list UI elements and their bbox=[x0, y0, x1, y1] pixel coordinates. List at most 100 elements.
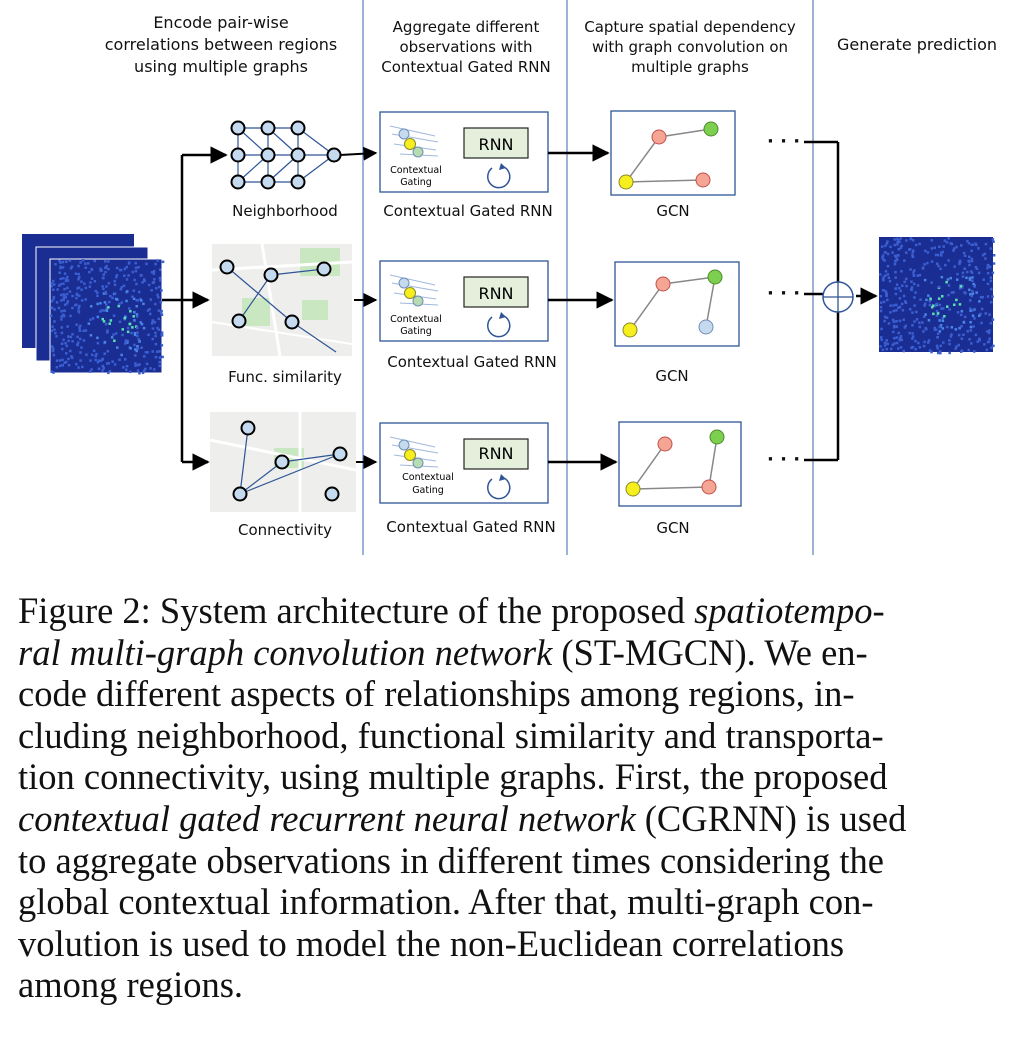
heatmap-cell bbox=[101, 364, 104, 368]
heatmap-cell bbox=[962, 251, 966, 255]
heatmap-cell bbox=[891, 343, 894, 347]
heatmap-cell bbox=[105, 264, 108, 268]
heatmap-cell bbox=[969, 329, 973, 332]
heatmap-cell bbox=[879, 345, 882, 348]
heatmap-cell bbox=[928, 303, 932, 307]
heatmap-cell bbox=[89, 334, 93, 337]
heatmap-cell bbox=[969, 293, 972, 296]
heatmap-cell bbox=[939, 267, 942, 271]
heatmap-cell bbox=[981, 253, 985, 257]
heatmap-cell bbox=[897, 248, 901, 251]
heatmap-cell bbox=[885, 294, 888, 298]
heatmap-cell bbox=[973, 350, 976, 353]
heatmap-cell bbox=[77, 311, 81, 314]
heatmap-cell bbox=[68, 259, 72, 262]
heatmap-cell bbox=[133, 311, 136, 314]
heatmap-cell bbox=[89, 305, 93, 308]
heatmap-cell bbox=[911, 311, 914, 314]
heatmap-cell bbox=[149, 367, 152, 370]
heatmap-cell bbox=[160, 333, 163, 336]
heatmap-cell bbox=[915, 310, 918, 314]
heatmap-cell bbox=[912, 271, 915, 274]
rnn-box-1: RNN Contextual Gating bbox=[379, 111, 549, 193]
heatmap-cell bbox=[923, 304, 926, 307]
heatmap-cell bbox=[889, 245, 892, 249]
heatmap-cell bbox=[87, 262, 90, 265]
heatmap-cell bbox=[968, 276, 972, 280]
heatmap-cell bbox=[75, 362, 78, 366]
heatmap-cell bbox=[84, 329, 88, 332]
heatmap-cell bbox=[899, 335, 903, 338]
header-col1-line3: using multiple graphs bbox=[134, 57, 308, 76]
heatmap-cell bbox=[154, 342, 158, 346]
heatmap-cell bbox=[141, 281, 144, 284]
heatmap-cell bbox=[133, 343, 136, 347]
heatmap-cell bbox=[104, 270, 107, 274]
heatmap-cell bbox=[938, 330, 942, 333]
heatmap-cell bbox=[156, 259, 159, 262]
heatmap-cell bbox=[142, 326, 146, 330]
heatmap-cell bbox=[60, 315, 63, 318]
heatmap-cell bbox=[992, 254, 996, 257]
connectivity-map bbox=[209, 412, 357, 512]
heatmap-cell bbox=[138, 290, 141, 294]
heatmap-cell bbox=[949, 276, 952, 280]
heatmap-cell bbox=[893, 254, 897, 258]
heatmap-cell bbox=[899, 246, 903, 250]
heatmap-cell bbox=[894, 276, 897, 279]
heatmap-cell bbox=[51, 349, 55, 353]
heatmap-cell bbox=[898, 338, 901, 342]
heatmap-cell bbox=[132, 315, 135, 318]
heatmap-cell bbox=[153, 278, 156, 281]
heatmap-cell bbox=[95, 352, 98, 356]
heatmap-cell bbox=[960, 310, 964, 313]
heatmap-cell bbox=[884, 270, 888, 273]
heatmap-cell bbox=[125, 299, 128, 303]
heatmap-cell bbox=[957, 343, 960, 347]
heatmap-cell bbox=[911, 345, 915, 349]
heatmap-cell bbox=[934, 304, 937, 308]
heatmap-cell bbox=[84, 266, 87, 269]
gcn-caption-3: GCN bbox=[656, 519, 689, 537]
heatmap-cell bbox=[62, 314, 66, 318]
heatmap-cell bbox=[900, 302, 904, 306]
heatmap-cell bbox=[964, 291, 967, 295]
heatmap-cell bbox=[900, 244, 903, 248]
caption-text: volution is used to model the non-Euclid… bbox=[18, 922, 845, 964]
heatmap-cell bbox=[60, 310, 63, 313]
heatmap-cell bbox=[922, 344, 926, 348]
heatmap-cell bbox=[881, 278, 885, 281]
heatmap-cell bbox=[913, 304, 916, 307]
heatmap-cell bbox=[126, 341, 129, 344]
heatmap-cell bbox=[100, 309, 103, 312]
heatmap-cell bbox=[50, 370, 53, 373]
heatmap-cell bbox=[988, 313, 991, 316]
heatmap-cell bbox=[887, 276, 891, 280]
heatmap-cell bbox=[119, 288, 123, 291]
heatmap-cell bbox=[118, 268, 122, 272]
heatmap-cell bbox=[121, 328, 124, 331]
heatmap-cell bbox=[160, 331, 164, 334]
heatmap-cell bbox=[966, 239, 969, 243]
heatmap-cell bbox=[77, 286, 81, 289]
heatmap-cell bbox=[892, 304, 895, 307]
heatmap-cell bbox=[895, 258, 898, 262]
heatmap-cell bbox=[889, 304, 892, 307]
heatmap-cell bbox=[159, 300, 163, 304]
heatmap-cell bbox=[78, 304, 81, 308]
heatmap-cell bbox=[117, 304, 120, 308]
gating-label: Contextual bbox=[390, 165, 442, 176]
heatmap-cell bbox=[134, 261, 137, 265]
heatmap-cell bbox=[886, 273, 890, 276]
heatmap-cell bbox=[77, 309, 80, 312]
heatmap-cell bbox=[898, 305, 902, 309]
heatmap-cell bbox=[921, 267, 925, 270]
heatmap-cell bbox=[928, 349, 932, 352]
heatmap-cell bbox=[898, 319, 902, 323]
heatmap-cell bbox=[991, 238, 995, 241]
heatmap-cell bbox=[65, 344, 69, 348]
heatmap-cell bbox=[902, 349, 905, 353]
heatmap-cell bbox=[104, 292, 108, 295]
heatmap-cell bbox=[151, 350, 154, 353]
heatmap-cell bbox=[918, 273, 922, 277]
